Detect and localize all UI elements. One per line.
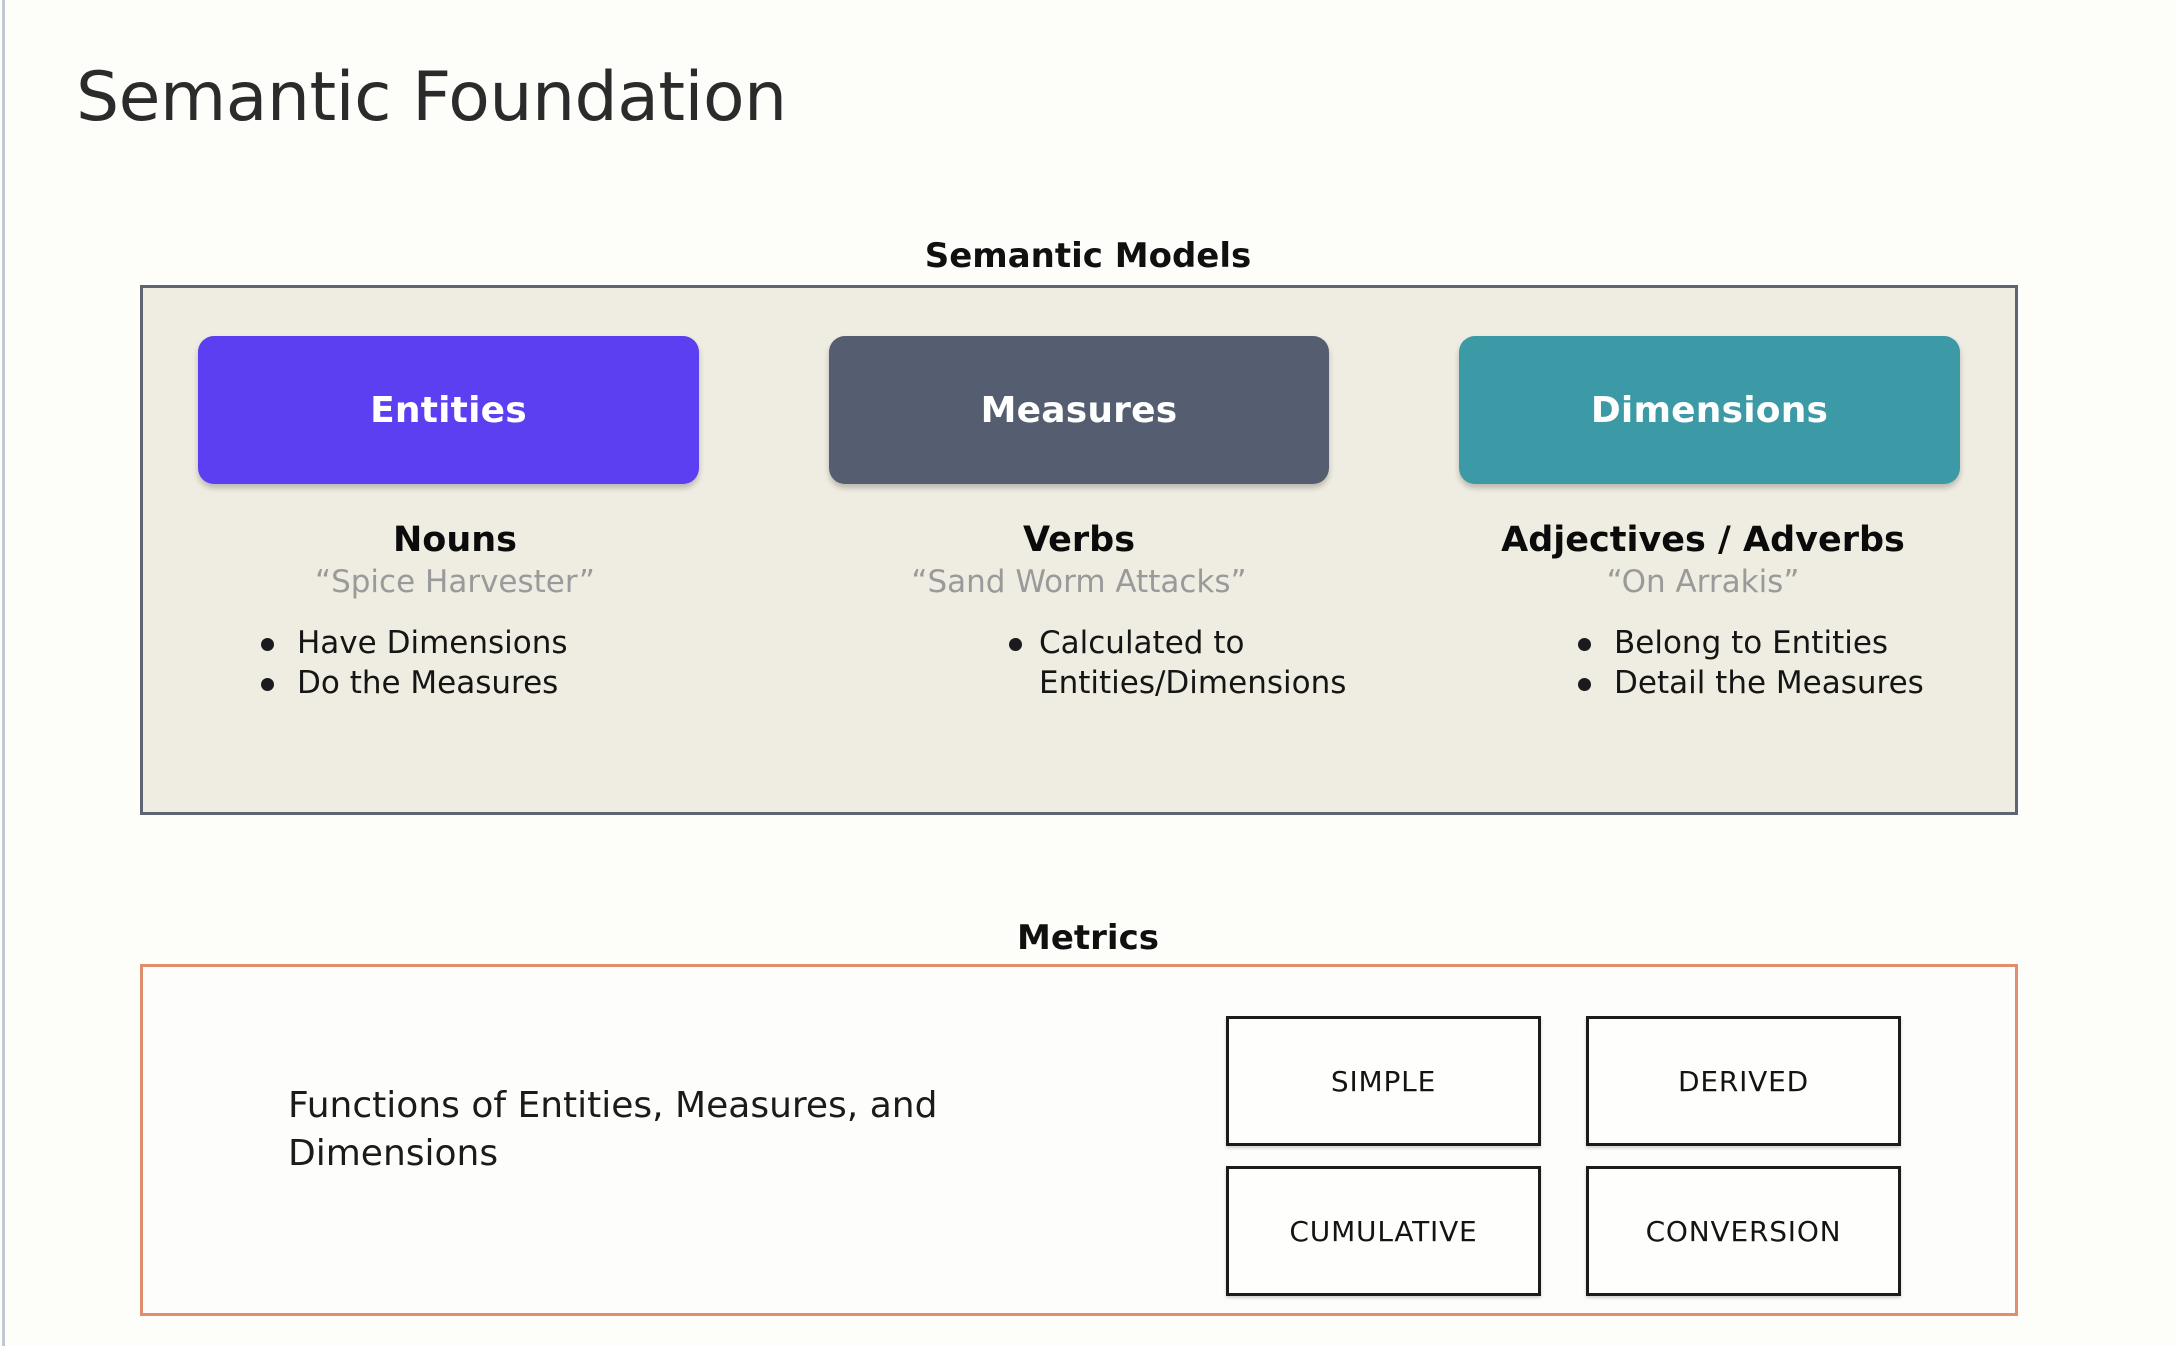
list-item: Detail the Measures <box>1536 664 2015 704</box>
measures-example: “Sand Worm Attacks” <box>911 564 1247 600</box>
semantic-column-entities: Entities Nouns “Spice Harvester” Have Di… <box>143 288 767 812</box>
semantic-models-panel: Entities Nouns “Spice Harvester” Have Di… <box>140 285 2018 815</box>
metrics-caption: Metrics <box>1017 918 1159 958</box>
metric-type-cumulative[interactable]: CUMULATIVE <box>1226 1166 1541 1296</box>
semantic-column-dimensions: Dimensions Adjectives / Adverbs “On Arra… <box>1391 288 2015 812</box>
measures-pill[interactable]: Measures <box>829 336 1329 484</box>
metrics-panel: Functions of Entities, Measures, and Dim… <box>140 964 2018 1316</box>
measures-bullet-list: Calculated to Entities/Dimensions <box>967 624 1391 703</box>
entities-bullet-list: Have Dimensions Do the Measures <box>219 624 767 703</box>
dimensions-pill[interactable]: Dimensions <box>1459 336 1960 484</box>
list-item: Have Dimensions <box>219 624 767 664</box>
page-title: Semantic Foundation <box>76 58 787 137</box>
list-item: Belong to Entities <box>1536 624 2015 664</box>
semantic-column-measures: Measures Verbs “Sand Worm Attacks” Calcu… <box>767 288 1391 812</box>
entities-pill[interactable]: Entities <box>198 336 699 484</box>
metric-type-derived[interactable]: DERIVED <box>1586 1016 1901 1146</box>
metric-type-simple[interactable]: SIMPLE <box>1226 1016 1541 1146</box>
measures-heading: Verbs <box>1022 520 1136 560</box>
list-item: Do the Measures <box>219 664 767 704</box>
dimensions-heading: Adjectives / Adverbs <box>1501 520 1905 560</box>
entities-heading: Nouns <box>392 520 517 560</box>
dimensions-example: “On Arrakis” <box>1606 564 1800 600</box>
metric-type-grid: SIMPLE DERIVED CUMULATIVE CONVERSION <box>1226 1016 1916 1296</box>
list-item: Calculated to Entities/Dimensions <box>967 624 1391 703</box>
dimensions-bullet-list: Belong to Entities Detail the Measures <box>1536 624 2015 703</box>
metric-type-conversion[interactable]: CONVERSION <box>1586 1166 1901 1296</box>
metrics-description: Functions of Entities, Measures, and Dim… <box>288 1085 938 1174</box>
entities-example: “Spice Harvester” <box>315 564 595 600</box>
left-edge-rule <box>2 0 5 1346</box>
semantic-models-columns: Entities Nouns “Spice Harvester” Have Di… <box>143 288 2015 812</box>
semantic-models-caption: Semantic Models <box>924 236 1252 276</box>
